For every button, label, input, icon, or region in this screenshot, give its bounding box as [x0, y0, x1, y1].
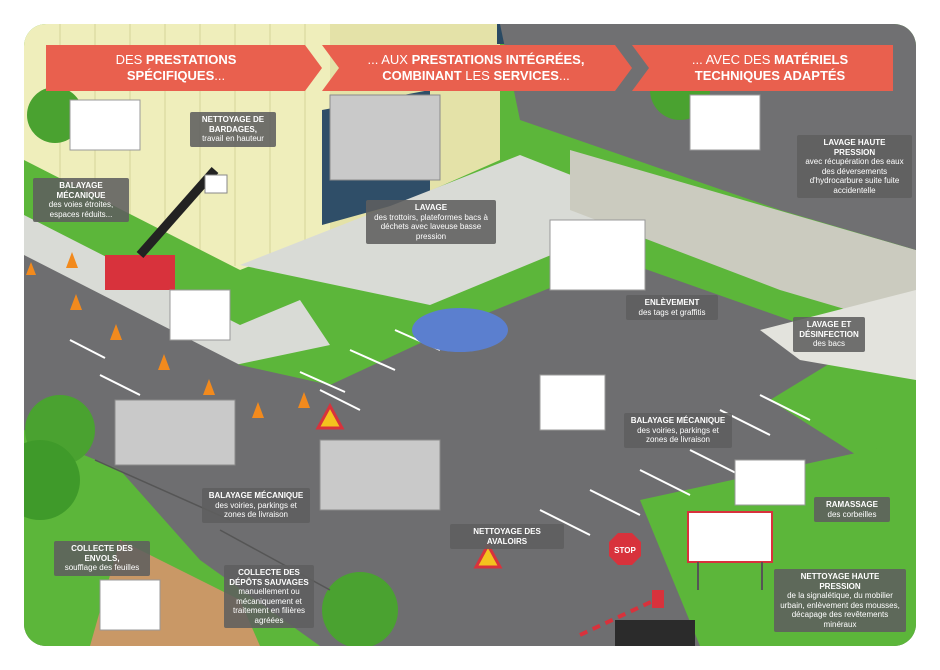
label-collecte-envols: COLLECTE DES ENVOLS,soufflage des feuill… — [54, 541, 150, 576]
tree — [24, 440, 80, 520]
stop-sign — [609, 533, 641, 565]
banner-materiels: ... AVEC DES MATÉRIELS TECHNIQUES ADAPTÉ… — [691, 52, 849, 83]
van — [549, 219, 646, 291]
car — [412, 308, 695, 646]
tree — [27, 87, 83, 143]
banner-specifiques: DES PRESTATIONS SPÉCIFIQUES... — [115, 52, 237, 83]
label-nettoyage-avaloirs: NETTOYAGE DES AVALOIRS — [450, 524, 564, 549]
sweeper-vehicle — [69, 94, 806, 631]
stop-sign-text: STOP — [614, 546, 636, 555]
tree — [322, 572, 398, 646]
warning-sign — [473, 541, 503, 569]
label-nettoyage-bardages: NETTOYAGE DE BARDAGES,travail en hauteur — [190, 112, 276, 147]
grass-bottom-left — [24, 430, 320, 646]
info-board — [687, 511, 773, 563]
warning-sign — [315, 402, 345, 430]
aerial-lift — [105, 167, 228, 290]
wall — [570, 150, 916, 330]
traffic-cones — [26, 252, 310, 418]
truck — [114, 94, 441, 511]
banner-integrees: ... AUX PRESTATIONS INTÉGRÉES, COMBINANT… — [367, 52, 585, 83]
sidewalk-left — [24, 215, 330, 365]
